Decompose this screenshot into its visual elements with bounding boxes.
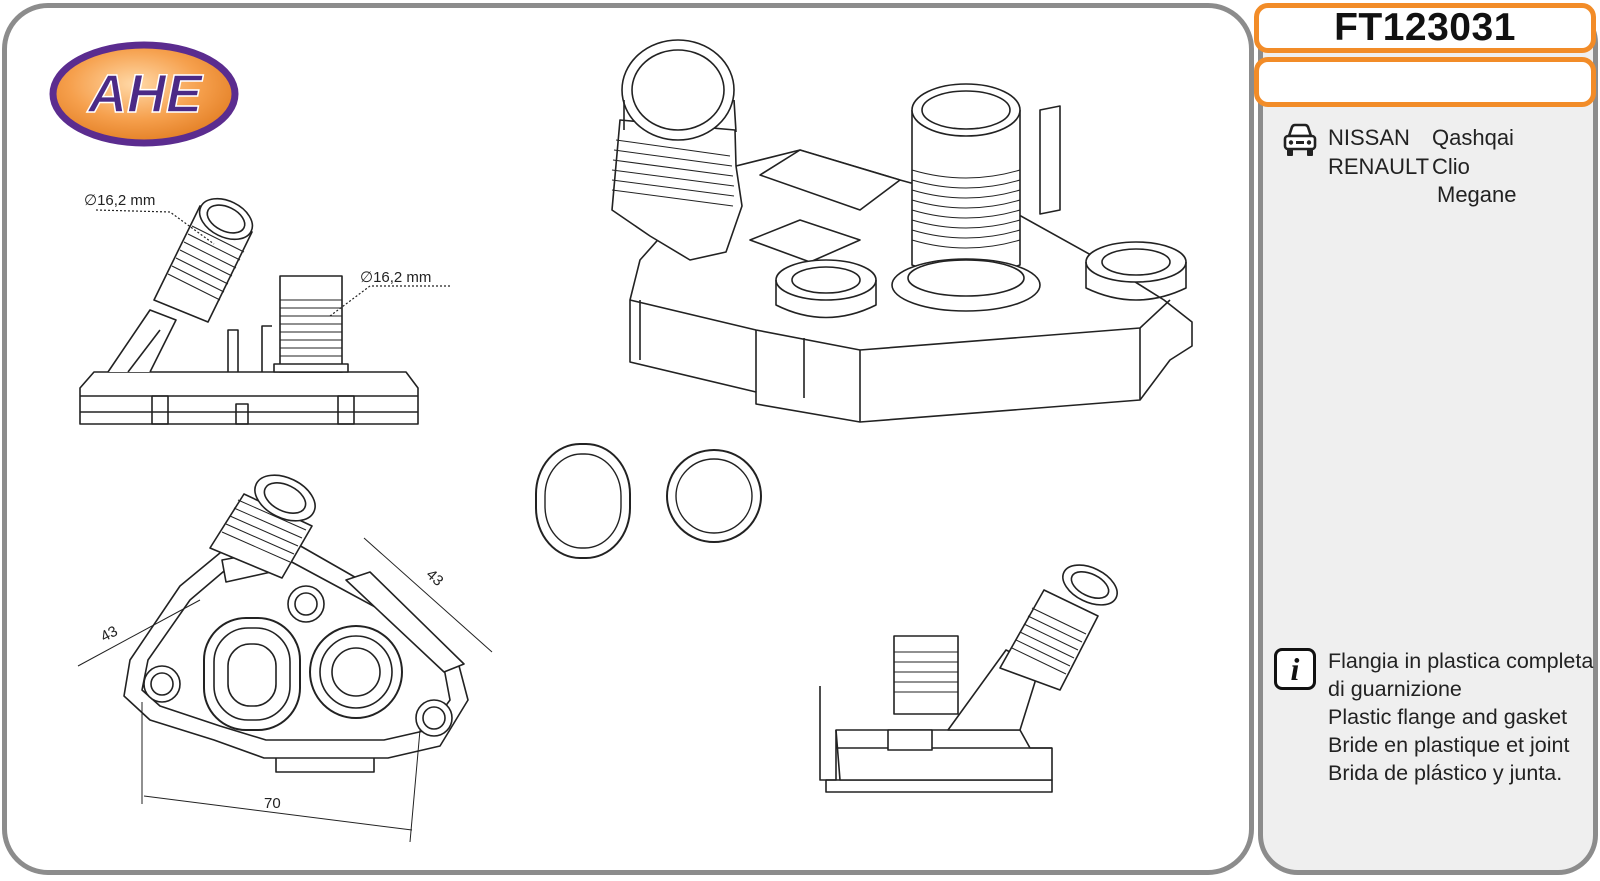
description-line: Brida de plástico y junta. [1328, 761, 1563, 785]
logo-text: AHE [86, 64, 204, 124]
vehicle-make [1328, 181, 1432, 210]
description-line: Flangia in plastica completa [1328, 649, 1594, 673]
bolt-spacing-label: 70 [264, 795, 281, 812]
vehicle-model: Clio [1432, 153, 1470, 179]
car-icon [1283, 123, 1317, 156]
technical-drawings: ∅16,2 mm ∅16,2 mm 43 43 70 [77, 39, 1193, 843]
product-description: Flangia in plastica completa di guarnizi… [1328, 647, 1598, 787]
isometric-view-drawing [611, 39, 1193, 423]
vehicle-model: Qashqai [1432, 125, 1514, 150]
vehicle-row: RENAULT Clio [1328, 153, 1517, 182]
pipe-diameter-label: ∅16,2 mm [84, 192, 155, 209]
vehicle-model: Megane [1437, 182, 1517, 207]
description-line: Bride en plastique et joint [1328, 733, 1570, 757]
description-line: di guarnizione [1328, 677, 1462, 701]
side-view-drawing [79, 197, 450, 425]
vehicle-make: NISSAN [1328, 125, 1410, 150]
vehicle-make: RENAULT [1328, 153, 1430, 179]
front-view-drawing [77, 474, 493, 843]
secondary-code-box [1254, 57, 1596, 107]
ahe-logo: AHE [49, 41, 239, 147]
info-icon: i [1274, 648, 1316, 690]
product-code-box: FT123031 [1254, 3, 1596, 53]
width-dimension-label: 43 [98, 623, 121, 646]
vehicle-row: NISSAN Qashqai [1328, 124, 1517, 153]
product-code: FT123031 [1334, 6, 1516, 49]
gasket-drawings [535, 443, 762, 559]
vehicle-row: Megane [1328, 181, 1517, 210]
pipe-diameter-label: ∅16,2 mm [360, 269, 431, 286]
right-view-drawing [819, 564, 1118, 793]
vehicle-applications: NISSAN Qashqai RENAULT Clio Megane [1328, 124, 1517, 210]
width-dimension-label: 43 [423, 566, 447, 590]
description-line: Plastic flange and gasket [1328, 705, 1568, 729]
